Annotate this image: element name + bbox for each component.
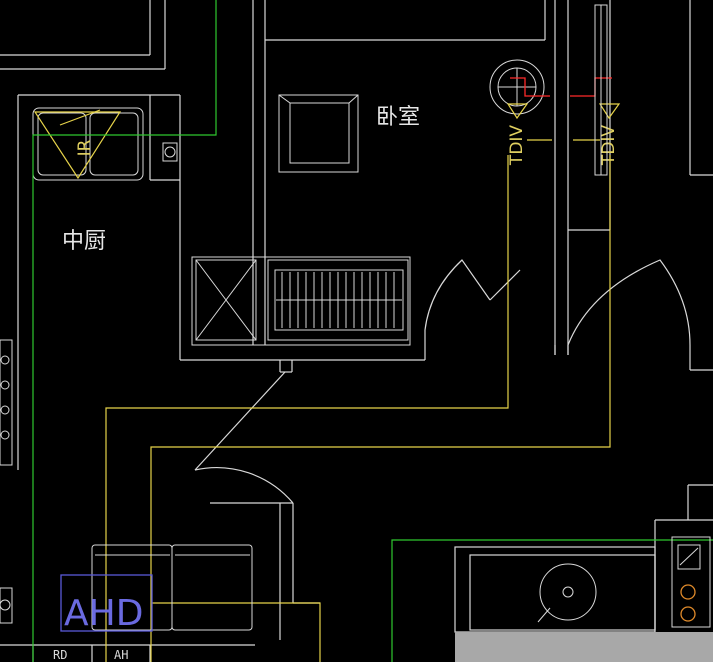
tag-tdiv-1: TDIV (507, 125, 527, 166)
socket-icon (671, 536, 711, 628)
window-unit-icon (278, 94, 359, 173)
tag-tdiv-2: TDIV (599, 125, 619, 166)
rd-label: RD (53, 648, 67, 662)
exhaust-fan-icon (489, 59, 545, 115)
ah-label: AH (114, 648, 128, 662)
green-lines (32, 0, 713, 662)
stove-burner-icon (537, 563, 597, 623)
floor-fill (455, 632, 713, 662)
washer-boxes (91, 544, 253, 631)
left-counter (0, 339, 13, 624)
ir-triangle (33, 109, 122, 180)
tag-ir: IR (75, 139, 95, 156)
closet-hangers (276, 272, 402, 328)
bedroom-label: 卧室 (376, 105, 420, 130)
right-fixture (594, 4, 608, 176)
kitchen-label: 中厨 (62, 229, 106, 254)
ahd-box (60, 574, 153, 632)
ahd-label: AHD (64, 593, 143, 634)
closet (191, 256, 411, 346)
